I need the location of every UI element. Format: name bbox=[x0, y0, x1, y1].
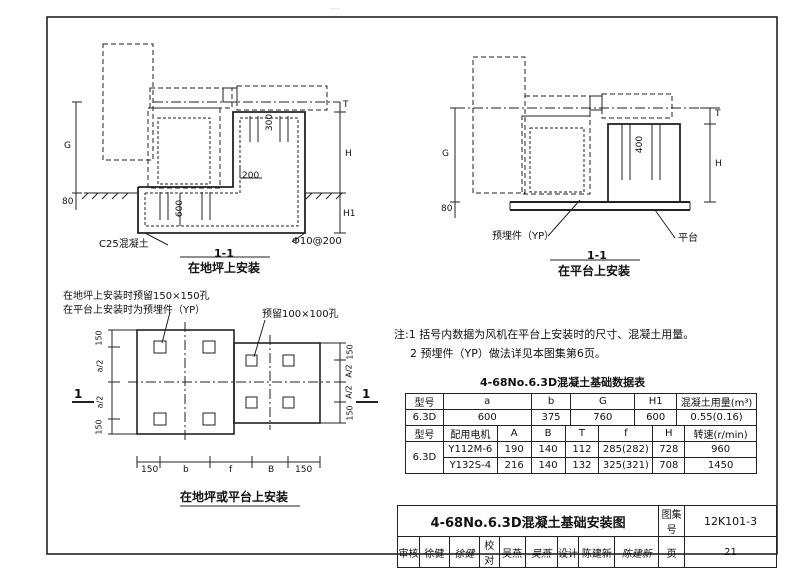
plan-dim-left-1: a/2 bbox=[95, 359, 105, 373]
table-cell: 285(282) bbox=[598, 441, 654, 458]
plan-view bbox=[72, 311, 378, 507]
table-cell: 375 bbox=[530, 409, 572, 426]
atlas-label: 图集号 bbox=[658, 505, 686, 537]
dim-300: 300 bbox=[265, 113, 276, 132]
table-cell: 190 bbox=[496, 441, 532, 458]
platform-label: 平台 bbox=[678, 233, 698, 244]
section-mark-right: 1 bbox=[362, 387, 371, 401]
plan-dim-right-3: 150 bbox=[345, 405, 355, 421]
table-cell: H bbox=[652, 425, 686, 442]
plan-dim-bottom-4: 150 bbox=[295, 465, 313, 475]
plan-dim-left-2: a/2 bbox=[95, 395, 105, 409]
table-cell: 型号 bbox=[405, 393, 444, 410]
table-cell: 132 bbox=[564, 457, 600, 474]
table-cell: G bbox=[570, 393, 636, 410]
right-section-mark: 1-1 bbox=[587, 249, 607, 262]
plan-dim-right-1: A/2 bbox=[344, 364, 354, 378]
right-view-title: 在平台上安装 bbox=[558, 264, 631, 278]
table-cell: 0.55(0.16) bbox=[676, 409, 757, 426]
motor-table: 型号 配用电机 A B T f H 转速(r/min) 6.3D Y112M-6… bbox=[405, 425, 757, 474]
table-cell: a bbox=[442, 393, 532, 410]
table-cell: A bbox=[496, 425, 532, 442]
note-2: 2 预埋件（YP）做法详见本图集第6页。 bbox=[410, 347, 606, 360]
table-cell: 600 bbox=[442, 409, 532, 426]
plan-dim-right-2: A/2 bbox=[344, 385, 354, 399]
table-cell: 600 bbox=[634, 409, 678, 426]
dim-g-right: G bbox=[442, 149, 449, 159]
table-cell: 216 bbox=[496, 457, 532, 474]
plan-note-1: 在地坪上安装时预留150×150孔 bbox=[63, 291, 210, 302]
left-section-view bbox=[72, 43, 346, 258]
table-cell: b bbox=[530, 393, 572, 410]
embed-label: 预埋件（YP） bbox=[492, 231, 555, 242]
dim-h-right: H bbox=[715, 159, 722, 169]
plan-dim-right-0: 150 bbox=[345, 344, 355, 360]
left-section-mark: 1-1 bbox=[214, 247, 234, 260]
table-row-1: 6.3D 600 375 760 600 0.55(0.16) bbox=[405, 409, 757, 426]
data-table: 型号 a b G H1 混凝土用量(m³) 6.3D 600 375 760 6… bbox=[405, 393, 757, 426]
dim-g-left: G bbox=[64, 141, 71, 151]
plan-dim-bottom-1: b bbox=[183, 465, 189, 475]
note-1: 注:1 括号内数据为风机在平台上安装时的尺寸、混凝土用量。 bbox=[394, 328, 695, 341]
plan-dim-bottom-2: f bbox=[229, 465, 233, 475]
table-cell: 配用电机 bbox=[442, 425, 498, 442]
dim-600: 600 bbox=[175, 199, 186, 218]
plan-dim-bottom-3: B bbox=[268, 465, 275, 475]
left-view-title: 在地坪上安装 bbox=[188, 261, 261, 275]
plan-dim-left-3: 150 bbox=[94, 419, 104, 435]
table-cell: 型号 bbox=[405, 425, 444, 442]
dim-h-left: H bbox=[345, 149, 352, 159]
dim-200: 200 bbox=[242, 171, 260, 181]
table-cell: 325(321) bbox=[598, 457, 654, 474]
right-section-view bbox=[450, 56, 720, 261]
concrete-label: C25混凝土 bbox=[99, 239, 149, 250]
drawing-title: 4-68No.6.3D混凝土基础安装图 bbox=[396, 505, 660, 537]
rebar-label: Φ10@200 bbox=[292, 236, 342, 247]
table-cell: 混凝土用量(m³) bbox=[676, 393, 757, 410]
table-cell: 140 bbox=[530, 457, 566, 474]
dim-h1-left: H1 bbox=[343, 209, 356, 219]
table-cell: 140 bbox=[530, 441, 566, 458]
table-cell: 6.3D bbox=[405, 409, 444, 426]
table-cell: B bbox=[530, 425, 566, 442]
dim-80-right: 80 bbox=[441, 204, 453, 214]
plan-dim-left-0: 150 bbox=[94, 330, 104, 346]
plan-note-2: 在平台上安装时为预埋件（YP） bbox=[63, 305, 206, 316]
table-cell: T bbox=[564, 425, 600, 442]
table-row: Y132S-4 216 140 132 325(321) 708 1450 bbox=[406, 457, 757, 474]
dim-400: 400 bbox=[635, 135, 646, 154]
table-cell-model: 6.3D bbox=[405, 441, 444, 474]
table-cell: 960 bbox=[684, 441, 757, 458]
dim-t-left: T bbox=[343, 100, 349, 110]
table-cell: f bbox=[598, 425, 654, 442]
table-cell: H1 bbox=[634, 393, 678, 410]
header-faint-text: ...... bbox=[330, 5, 340, 11]
table-cell: 708 bbox=[652, 457, 686, 474]
table-row: 6.3D Y112M-6 190 140 112 285(282) 728 96… bbox=[405, 441, 757, 474]
table-cell: 112 bbox=[564, 441, 600, 458]
table-title: 4-68No.6.3D混凝土基础数据表 bbox=[480, 376, 646, 389]
plan-note-3: 预留100×100孔 bbox=[262, 309, 339, 320]
table-header-row-2: 型号 配用电机 A B T f H 转速(r/min) bbox=[405, 425, 757, 442]
plan-dim-bottom-0: 150 bbox=[141, 465, 159, 475]
atlas-number: 12K101-3 bbox=[684, 505, 777, 537]
table-cell: 760 bbox=[570, 409, 636, 426]
table-cell: 728 bbox=[652, 441, 686, 458]
table-header-row-1: 型号 a b G H1 混凝土用量(m³) bbox=[405, 393, 757, 410]
table-cell: Y112M-6 bbox=[442, 441, 498, 458]
dim-80-left: 80 bbox=[62, 197, 74, 207]
plan-view-title: 在地坪或平台上安装 bbox=[180, 490, 289, 504]
section-mark-left: 1 bbox=[74, 387, 83, 401]
title-block: 4-68No.6.3D混凝土基础安装图 图集号 12K101-3 审核 徐健 徐… bbox=[396, 505, 777, 568]
table-cell: 1450 bbox=[684, 457, 757, 474]
dim-t-right: T bbox=[715, 109, 721, 119]
table-cell: 转速(r/min) bbox=[684, 425, 757, 442]
table-cell: Y132S-4 bbox=[442, 457, 498, 474]
